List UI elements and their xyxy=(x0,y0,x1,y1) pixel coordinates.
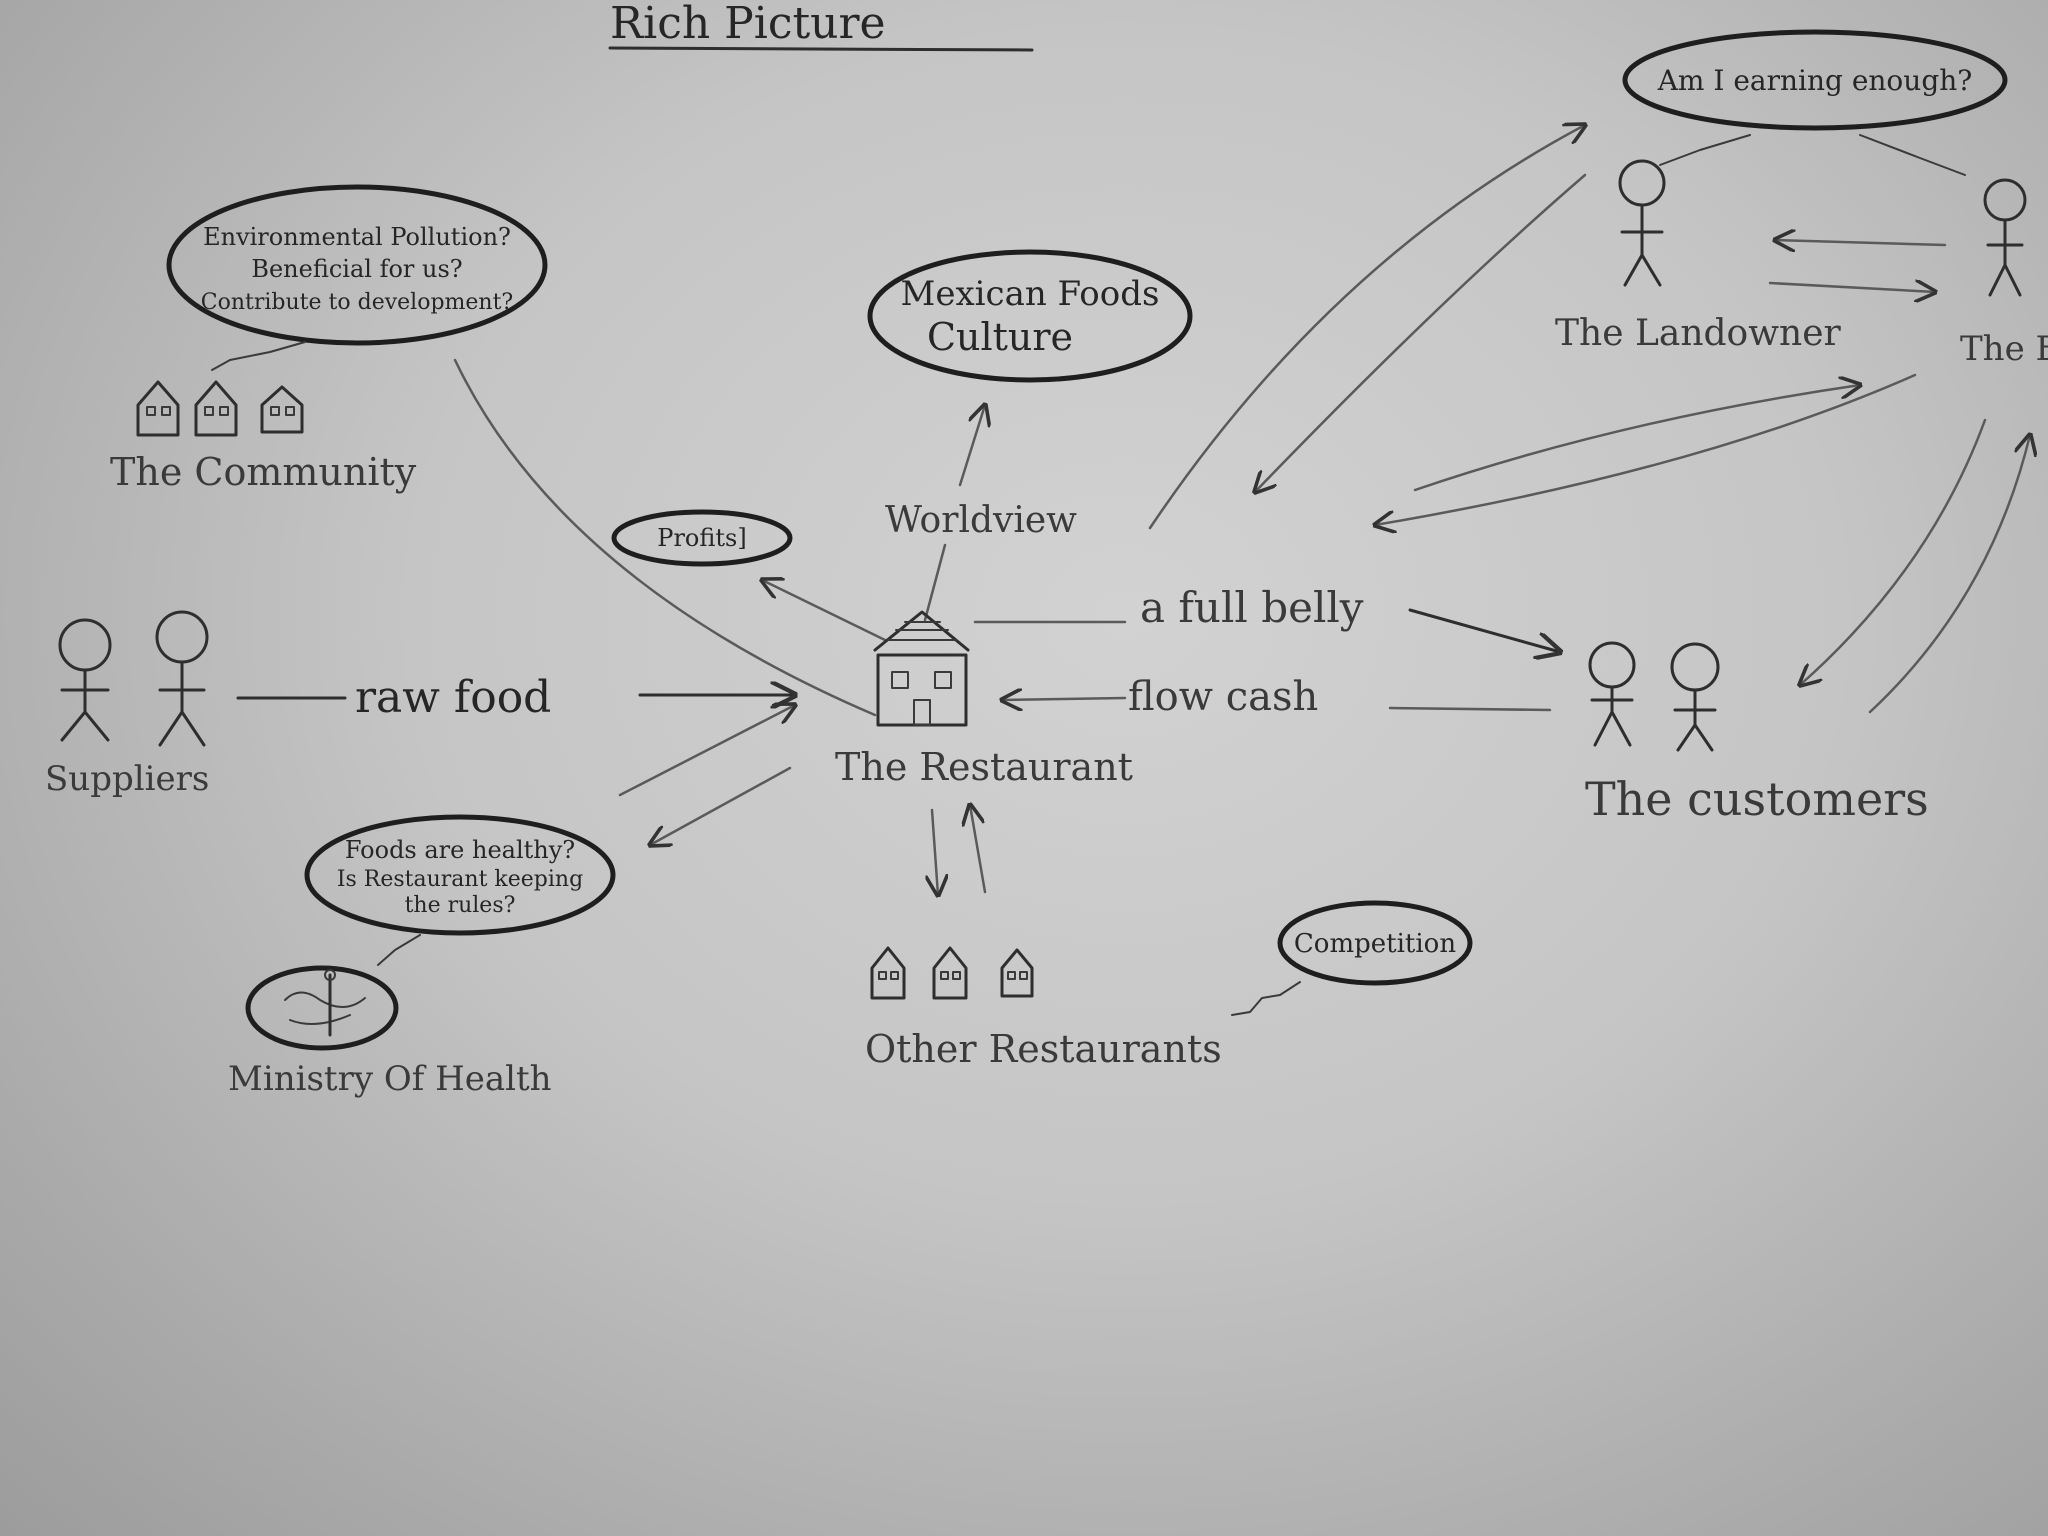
competition-bubble-text: Competition xyxy=(1294,929,1456,959)
title-underline xyxy=(608,46,1034,52)
restaurant-wall xyxy=(876,653,968,727)
health-bubble-line-2: Is Restaurant keeping xyxy=(337,867,583,892)
community-to-restaurant-line xyxy=(453,358,877,717)
house-icon xyxy=(870,946,906,1000)
other-restaurants-houses xyxy=(870,946,1034,1000)
community-label: The Community xyxy=(110,450,417,494)
landowner-to-customers-arrow xyxy=(1375,373,1917,525)
title: Rich Picture xyxy=(608,0,1034,52)
right-to-landowner-arrow xyxy=(1775,240,1947,245)
competition-bubble-tail xyxy=(1231,981,1301,1016)
house-icon xyxy=(136,380,180,437)
restaurant-roof-tiles xyxy=(887,621,957,641)
customers-to-right-arrow xyxy=(1868,435,2030,714)
health-bubble-tail xyxy=(377,934,421,966)
health-bubble-line-1: Foods are healthy? xyxy=(345,836,575,864)
health-bubble-outline xyxy=(304,814,616,936)
restaurant-to-others-arrow xyxy=(932,808,938,895)
flow-cash-arrow xyxy=(1002,698,1127,700)
restaurant-label: The Restaurant xyxy=(835,745,1133,789)
caduceus-wing-icon xyxy=(289,1014,351,1025)
house-icon xyxy=(194,380,238,437)
community-bubble-line-2: Beneficial for us? xyxy=(251,255,462,283)
earning-bubble-tail-right xyxy=(1859,134,1966,176)
community-bubble-line-1: Environmental Pollution? xyxy=(203,223,511,251)
others-to-restaurant-arrow xyxy=(970,805,987,894)
other-restaurants-label: Other Restaurants xyxy=(865,1027,1222,1071)
competition-bubble: Competition xyxy=(1231,900,1473,1016)
earning-bubble-outline xyxy=(1622,29,2008,131)
caduceus-top-icon xyxy=(324,969,336,981)
cut-off-label: The E xyxy=(1960,329,2048,369)
community-concerns-bubble: Environmental Pollution? Beneficial for … xyxy=(166,184,548,371)
full-belly-arrow xyxy=(1408,608,1560,652)
flow-cash-label: flow cash xyxy=(1128,674,1318,720)
restaurant-building xyxy=(873,610,970,727)
culture-bubble-outline xyxy=(867,249,1193,383)
ministry-to-restaurant-arrow xyxy=(618,705,795,797)
ministry-emblem xyxy=(245,965,399,1051)
landowner-to-restaurant-arrow xyxy=(1255,173,1587,492)
community-bubble-line-3: Contribute to development? xyxy=(201,290,513,315)
page-title: Rich Picture xyxy=(610,0,886,49)
restaurant-to-landowner-arrow xyxy=(1148,125,1585,530)
landowner-thought-bubble: Am I earning enough? xyxy=(1622,29,2008,176)
supplier-figure xyxy=(155,610,209,747)
landowner-to-right-arrow xyxy=(1768,283,1935,292)
house-icon xyxy=(260,385,304,434)
supplier-figure xyxy=(58,618,112,742)
suppliers-label: Suppliers xyxy=(45,759,209,799)
profits-bubble-text: Profits] xyxy=(657,524,746,552)
profits-bubble-outline xyxy=(611,509,793,567)
customers-to-landowner-arrow xyxy=(1413,385,1860,492)
house-icon xyxy=(1000,948,1034,998)
health-bubble-line-3: the rules? xyxy=(405,893,516,918)
community-bubble-outline xyxy=(166,184,548,346)
restaurant-window xyxy=(934,671,952,689)
ministry-emblem-outline xyxy=(245,965,399,1051)
profits-bubble: Profits] xyxy=(611,509,793,567)
competition-bubble-outline xyxy=(1277,900,1473,986)
culture-bubble-line-2: Culture xyxy=(927,315,1073,359)
caduceus-wing-icon xyxy=(284,991,366,1008)
culture-bubble-line-1: Mexican Foods xyxy=(901,274,1160,314)
restaurant-to-profits-arrow xyxy=(762,580,887,642)
earning-bubble-tail-left xyxy=(1659,134,1751,166)
restaurant-to-ministry-arrow xyxy=(650,766,792,845)
restaurant-roof xyxy=(873,610,970,652)
restaurant-to-worldview-line xyxy=(923,543,947,622)
ministry-label: Ministry Of Health xyxy=(228,1059,552,1099)
community-houses xyxy=(136,380,304,437)
house-icon xyxy=(932,946,968,1000)
right-to-customers-arrow xyxy=(1800,418,1987,685)
landowner-figure xyxy=(1618,159,1666,287)
worldview-label: Worldview xyxy=(885,500,1077,541)
community-bubble-tail xyxy=(211,341,306,371)
worldview-to-culture-arrow xyxy=(958,405,985,487)
restaurant-door xyxy=(913,699,931,726)
raw-food-label: raw food xyxy=(355,672,551,723)
landowner-label: The Landowner xyxy=(1555,313,1842,354)
restaurant-window xyxy=(891,671,909,689)
flow-cash-line-right xyxy=(1388,706,1552,712)
health-bubble: Foods are healthy? Is Restaurant keeping… xyxy=(304,814,616,966)
customer-figure xyxy=(1670,642,1720,752)
earning-bubble-text: Am I earning enough? xyxy=(1657,64,1973,97)
culture-bubble: Mexican Foods Culture xyxy=(867,249,1193,383)
customer-figure xyxy=(1588,641,1636,747)
full-belly-label: a full belly xyxy=(1140,583,1364,632)
right-edge-figure xyxy=(1983,178,2027,297)
customers-label: The customers xyxy=(1585,772,1929,826)
